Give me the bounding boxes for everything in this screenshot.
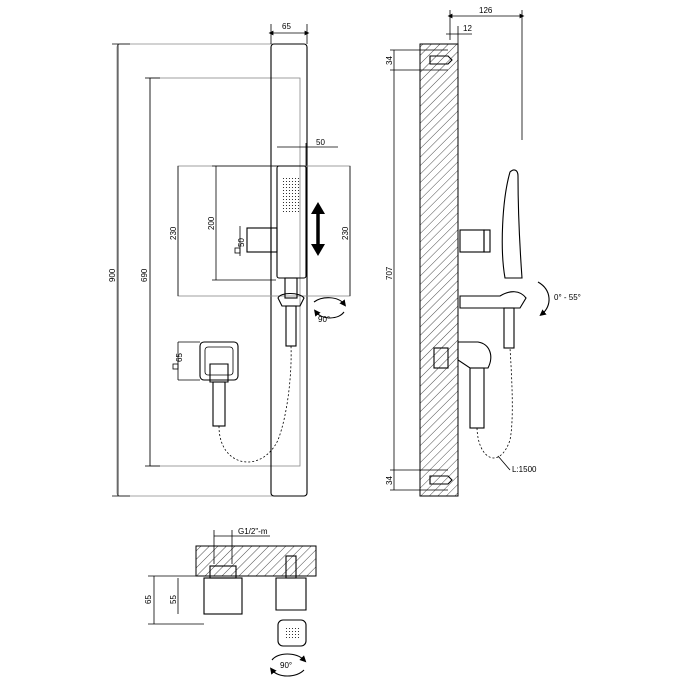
side-hose <box>476 347 513 459</box>
front-wall-outlet: 65 <box>172 341 239 427</box>
dim-34-top-label: 34 <box>385 56 394 65</box>
dim-900-label: 900 <box>108 268 117 282</box>
front-recess-frame <box>177 165 351 297</box>
dim-230-right: 230 <box>341 166 351 296</box>
dim-square-50: 50 <box>234 226 246 256</box>
dim-65-top: 65 <box>268 22 310 44</box>
dim-square-50-label: 50 <box>237 238 246 247</box>
dim-707: 707 <box>385 70 395 470</box>
dim-690: 690 <box>140 77 160 467</box>
dim-plan-65: 65 <box>144 575 204 625</box>
dim-12: 12 <box>446 24 472 44</box>
updown-arrow <box>311 202 325 256</box>
dim-230-left: 230 <box>169 166 179 296</box>
dim-plan-55-label: 55 <box>169 595 178 604</box>
side-view: 126 12 34 707 34 <box>385 6 581 497</box>
dim-126: 126 <box>447 6 525 140</box>
plan-view: G1/2"-m 65 55 90° <box>144 527 317 677</box>
plan-holder <box>275 555 307 647</box>
rotation-90-front-label: 90° <box>318 315 330 324</box>
dim-200-label: 200 <box>207 216 216 230</box>
dim-34-top: 34 <box>385 49 453 71</box>
dim-230-right-label: 230 <box>341 226 350 240</box>
front-bar <box>270 43 308 497</box>
dim-50-label: 50 <box>316 138 325 147</box>
dim-65-label: 65 <box>282 22 291 31</box>
dim-690-label: 690 <box>140 268 149 282</box>
front-hose <box>218 345 292 463</box>
side-angle-arrow: 0° - 55° <box>537 281 581 317</box>
dim-plan-65-label: 65 <box>144 595 153 604</box>
side-hand-shower <box>459 169 523 279</box>
side-hose-length-label: L:1500 <box>512 465 537 474</box>
side-angle-label: 0° - 55° <box>554 293 581 302</box>
side-holder <box>459 291 527 349</box>
plan-outlet <box>203 565 243 615</box>
front-holder <box>277 277 305 347</box>
front-view: 65 50 900 690 230 <box>108 22 351 497</box>
dim-square-65-label: 65 <box>175 353 184 362</box>
dim-plan-55: 55 <box>169 578 179 614</box>
dim-34-bottom: 34 <box>385 469 453 491</box>
dim-230-left-label: 230 <box>169 226 178 240</box>
dim-50-top: 50 <box>277 138 338 166</box>
dim-thread: G1/2"-m <box>213 527 270 564</box>
front-hand-shower <box>246 165 307 279</box>
side-wall <box>419 43 459 497</box>
rotation-90-front: 90° <box>313 297 346 324</box>
rotation-90-plan: 90° <box>270 653 307 677</box>
dim-707-label: 707 <box>385 266 394 280</box>
side-hose-length: L:1500 <box>497 455 537 474</box>
dim-34-bottom-label: 34 <box>385 476 394 485</box>
dim-thread-label: G1/2"-m <box>238 527 268 536</box>
dim-126-label: 126 <box>479 6 493 15</box>
dim-900: 900 <box>108 43 130 497</box>
rotation-90-plan-label: 90° <box>280 661 292 670</box>
dim-12-label: 12 <box>463 24 472 33</box>
